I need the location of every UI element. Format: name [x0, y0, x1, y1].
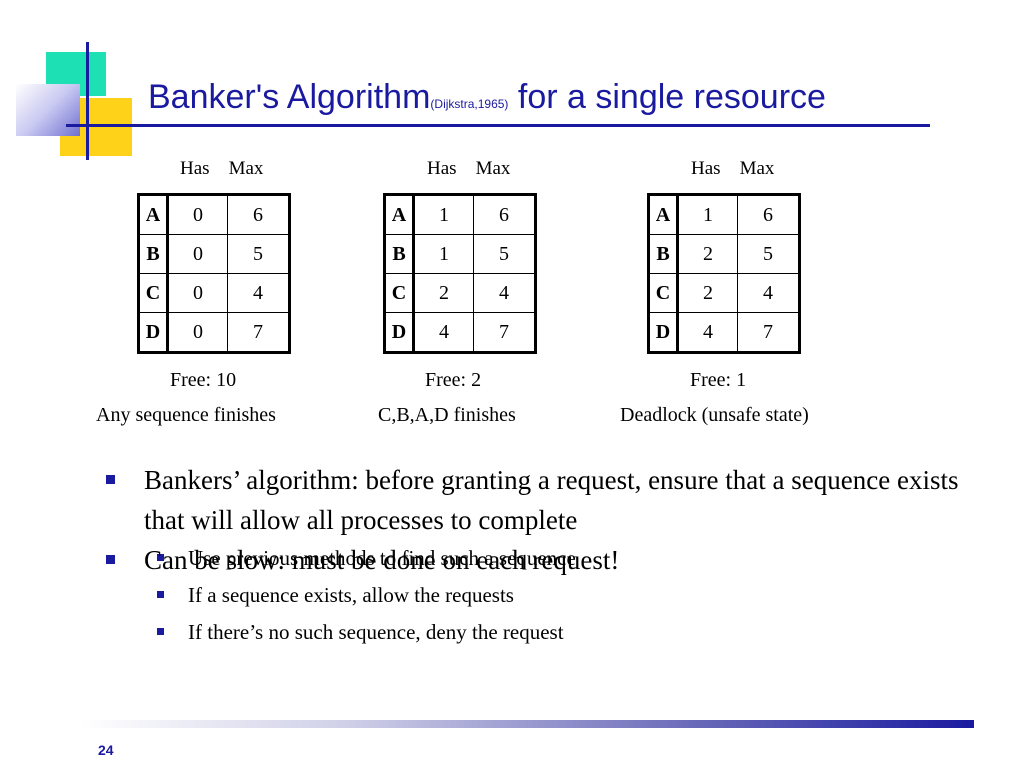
process-label: B: [384, 234, 415, 274]
max-cell: 7: [227, 312, 290, 353]
process-label: D: [384, 312, 415, 353]
max-cell: 7: [737, 312, 800, 353]
max-cell: 5: [227, 234, 290, 274]
page-number: 24: [98, 742, 114, 758]
col-max-label: Max: [739, 158, 775, 179]
has-cell: 0: [167, 234, 228, 274]
has-cell: 2: [677, 273, 738, 313]
has-cell: 0: [167, 194, 228, 235]
free-count-3: Free: 1: [690, 369, 747, 391]
logo-vertical-line: [86, 42, 89, 160]
max-cell: 7: [473, 312, 536, 353]
table-header: Has Max: [180, 158, 263, 180]
has-cell: 1: [677, 194, 738, 235]
table-header: Has Max: [427, 158, 510, 180]
bullet-text: Can be slow: must be done on each reques…: [144, 545, 620, 575]
process-label: C: [138, 273, 169, 313]
sub-bullet-text: Use previous methods to find such a sequ…: [188, 546, 576, 570]
col-has-label: Has: [180, 158, 210, 179]
col-has-label: Has: [691, 158, 721, 179]
col-has-label: Has: [427, 158, 457, 179]
sub-bullet-text: If there’s no such sequence, deny the re…: [188, 620, 564, 644]
has-cell: 4: [677, 312, 738, 353]
process-label: D: [648, 312, 679, 353]
process-label: A: [138, 194, 169, 235]
slide-title: Banker's Algorithm(Dijkstra,1965) for a …: [148, 78, 826, 117]
list-item: Bankers’ algorithm: before granting a re…: [102, 460, 982, 644]
has-cell: 0: [167, 273, 228, 313]
process-label: C: [384, 273, 415, 313]
process-label: A: [648, 194, 679, 235]
process-label: B: [648, 234, 679, 274]
bullet-square-icon: [157, 554, 164, 561]
max-cell: 4: [227, 273, 290, 313]
col-max-label: Max: [475, 158, 511, 179]
title-rest: for a single resource: [508, 78, 826, 116]
outcome-note-3: Deadlock (unsafe state): [620, 404, 809, 426]
title-underline: [66, 124, 930, 127]
bullet-square-icon: [106, 475, 115, 484]
max-cell: 4: [473, 273, 536, 313]
col-max-label: Max: [228, 158, 264, 179]
max-cell: 6: [227, 194, 290, 235]
title-main: Banker's Algorithm: [148, 78, 431, 116]
has-cell: 1: [413, 194, 474, 235]
has-cell: 0: [167, 312, 228, 353]
process-label: C: [648, 273, 679, 313]
has-cell: 2: [677, 234, 738, 274]
max-cell: 5: [737, 234, 800, 274]
list-item: If there’s no such sequence, deny the re…: [144, 614, 576, 651]
process-label: A: [384, 194, 415, 235]
bullet-square-icon: [157, 591, 164, 598]
bullet-list: Bankers’ algorithm: before granting a re…: [102, 460, 982, 644]
has-cell: 4: [413, 312, 474, 353]
bullet-square-icon: [157, 628, 164, 635]
list-item: If a sequence exists, allow the requests: [144, 577, 576, 614]
max-cell: 6: [473, 194, 536, 235]
list-item: Can be slow: must be done on each reques…: [102, 540, 982, 580]
max-cell: 4: [737, 273, 800, 313]
logo-lavender-square: [16, 84, 80, 136]
sub-bullet-list: Use previous methods to find such a sequ…: [144, 540, 576, 651]
outcome-note-2: C,B,A,D finishes: [378, 404, 516, 426]
free-count-2: Free: 2: [425, 369, 482, 391]
max-cell: 6: [737, 194, 800, 235]
free-count-1: Free: 10: [170, 369, 237, 391]
process-label: B: [138, 234, 169, 274]
bullet-square-icon: [106, 555, 115, 564]
process-label: D: [138, 312, 169, 353]
title-citation: (Dijkstra,1965): [430, 97, 509, 111]
has-cell: 2: [413, 273, 474, 313]
has-cell: 1: [413, 234, 474, 274]
footer-gradient-bar: [80, 720, 974, 728]
list-item: Use previous methods to find such a sequ…: [144, 540, 576, 577]
outcome-note-1: Any sequence finishes: [96, 404, 276, 426]
bullet-text: Bankers’ algorithm: before granting a re…: [144, 465, 959, 535]
sub-bullet-text: If a sequence exists, allow the requests: [188, 583, 514, 607]
table-header: Has Max: [691, 158, 774, 180]
max-cell: 5: [473, 234, 536, 274]
